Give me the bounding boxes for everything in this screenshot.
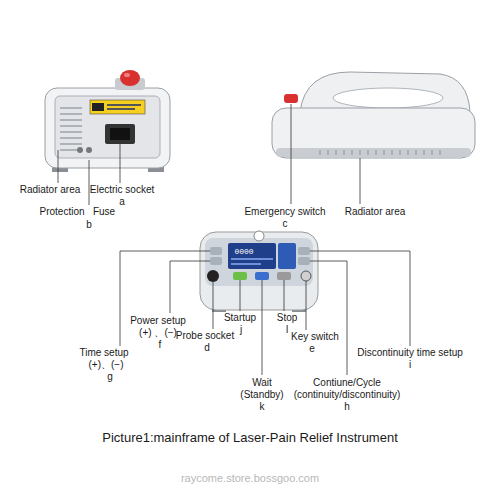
callout-letter: h (344, 401, 350, 413)
screen-digits: 0000 (234, 247, 253, 256)
callout-letter: k (260, 401, 265, 413)
callout-letter: a (119, 196, 125, 208)
part-label: Startup (224, 312, 256, 324)
part-label: Stop (277, 312, 298, 324)
part-label: (Standby) (240, 389, 283, 401)
part-label: Wait (252, 377, 272, 389)
part-label: Time setup (79, 347, 128, 359)
part-label: (+)、(−) (89, 359, 124, 371)
part-label: (+) 、(−) (139, 327, 177, 339)
callout-letter: i (409, 359, 411, 371)
part-label: Fuse (93, 206, 115, 218)
part-label: Radiator area (20, 184, 81, 196)
part-label: Radiator area (345, 206, 406, 218)
part-label: Electric socket (90, 184, 154, 196)
part-label: Probe socket (176, 330, 234, 342)
callout-letter: c (283, 218, 288, 230)
part-label: Emergency switch (244, 206, 325, 218)
part-label: Contiune/Cycle (313, 377, 381, 389)
watermark: raycome.store.bossgoo.com (181, 472, 319, 484)
callout-letter: l (286, 324, 288, 336)
part-label: (continuity/discontinuity) (294, 389, 401, 401)
callout-letter: b (86, 219, 92, 231)
device-front-view (200, 231, 318, 312)
callout-letter: d (204, 342, 210, 354)
part-label: Discontinuity time setup (357, 347, 463, 359)
callout-letter: g (107, 371, 113, 383)
device-side-view (272, 72, 475, 158)
callout-letter: e (309, 343, 315, 355)
part-label: Key switch (291, 331, 339, 343)
caption: Picture1:mainframe of Laser-Pain Relief … (102, 430, 398, 445)
leader-lines (58, 104, 410, 375)
part-label: Protection (39, 206, 84, 218)
part-label: Power setup (130, 315, 186, 327)
callout-letter: j (240, 324, 242, 336)
callout-letter: f (159, 339, 162, 351)
device-back-view (45, 70, 170, 172)
